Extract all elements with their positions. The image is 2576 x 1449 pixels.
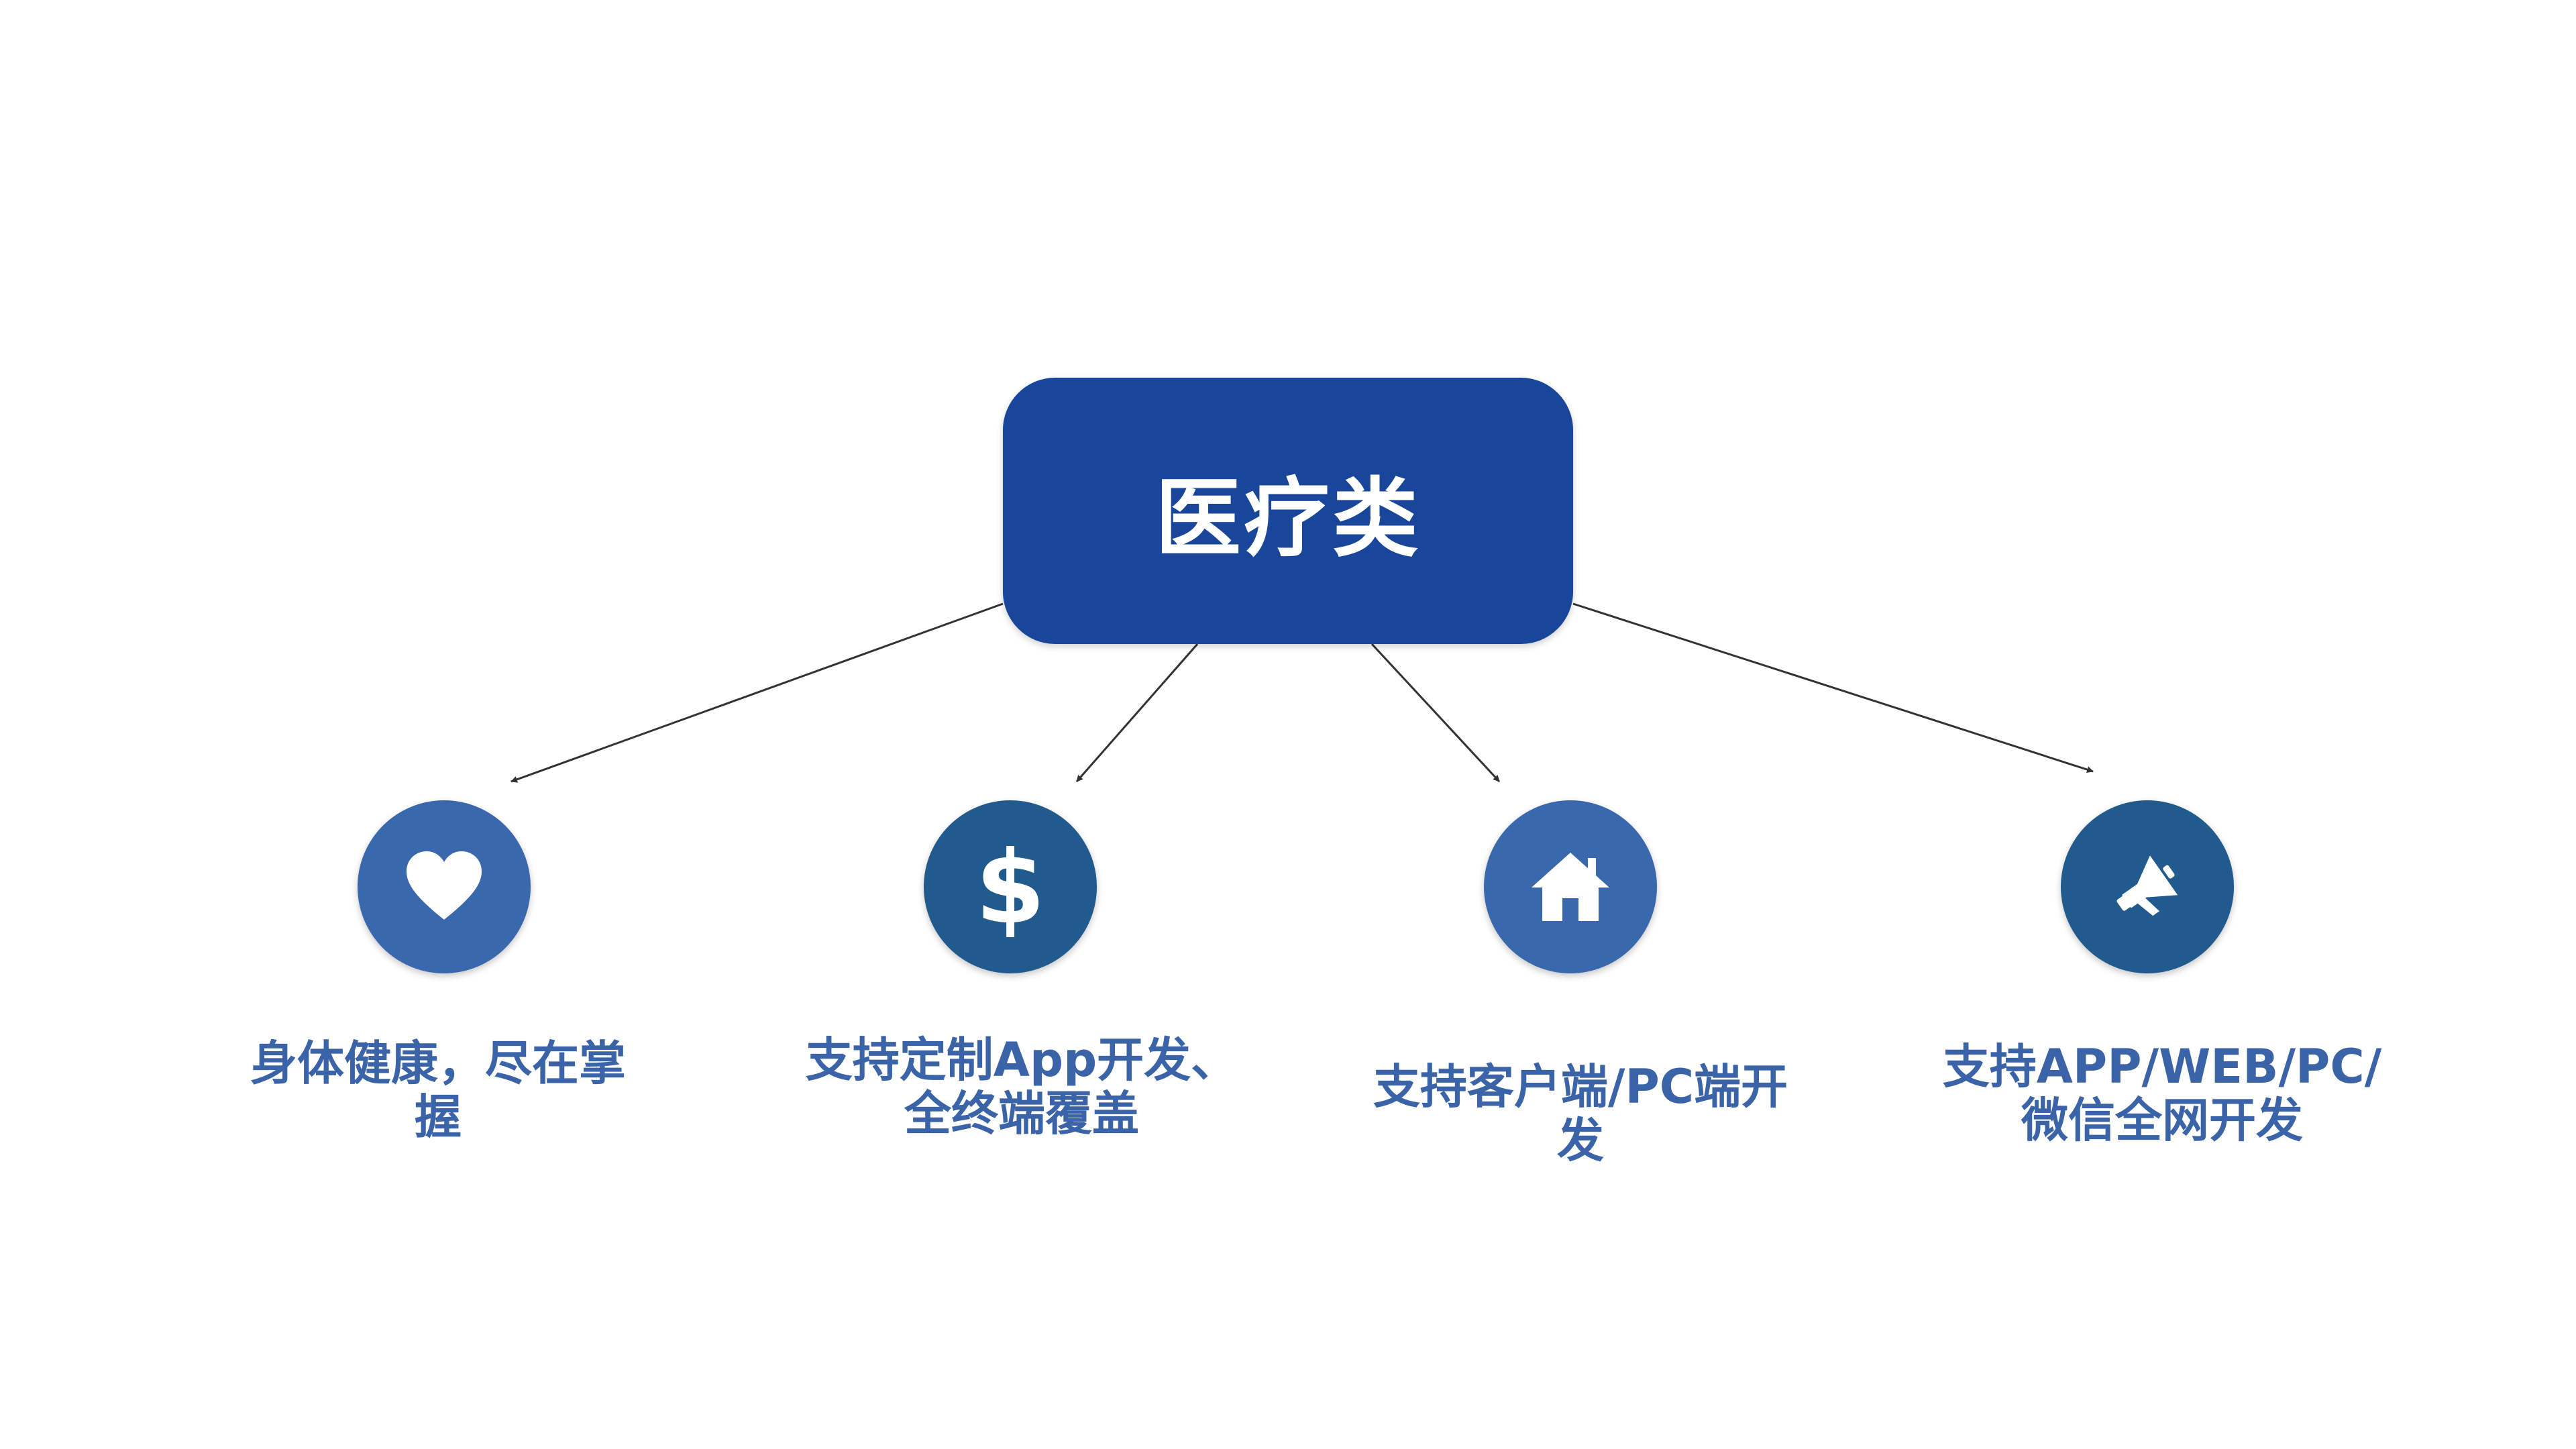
node-1-label: 身体健康，尽在掌 握 — [250, 1036, 626, 1144]
heart-icon — [407, 851, 482, 920]
arrow-to-node-1 — [511, 602, 1004, 783]
arrow-to-node-4 — [1572, 602, 2094, 773]
root-node: 医疗类 — [1003, 378, 1573, 644]
home-icon — [1532, 853, 1609, 921]
node-4-circle — [2061, 800, 2234, 973]
node-2-label: 支持定制App开发、 全终端覆盖 — [805, 1032, 1238, 1141]
node-2-circle: $ — [924, 800, 1097, 973]
node-3-circle — [1484, 800, 1657, 973]
dollar-icon: $ — [977, 837, 1044, 937]
root-title: 医疗类 — [1155, 469, 1421, 569]
svg-text:$: $ — [977, 837, 1044, 937]
arrow-to-node-2 — [1075, 643, 1199, 782]
node-3-label: 支持客户端/PC端开 发 — [1373, 1059, 1788, 1168]
arrow-to-node-3 — [1371, 643, 1501, 783]
megaphone-icon — [2116, 855, 2178, 916]
node-4-label: 支持APP/WEB/PC/ 微信全网开发 — [1942, 1039, 2382, 1148]
node-1-circle — [358, 800, 531, 973]
